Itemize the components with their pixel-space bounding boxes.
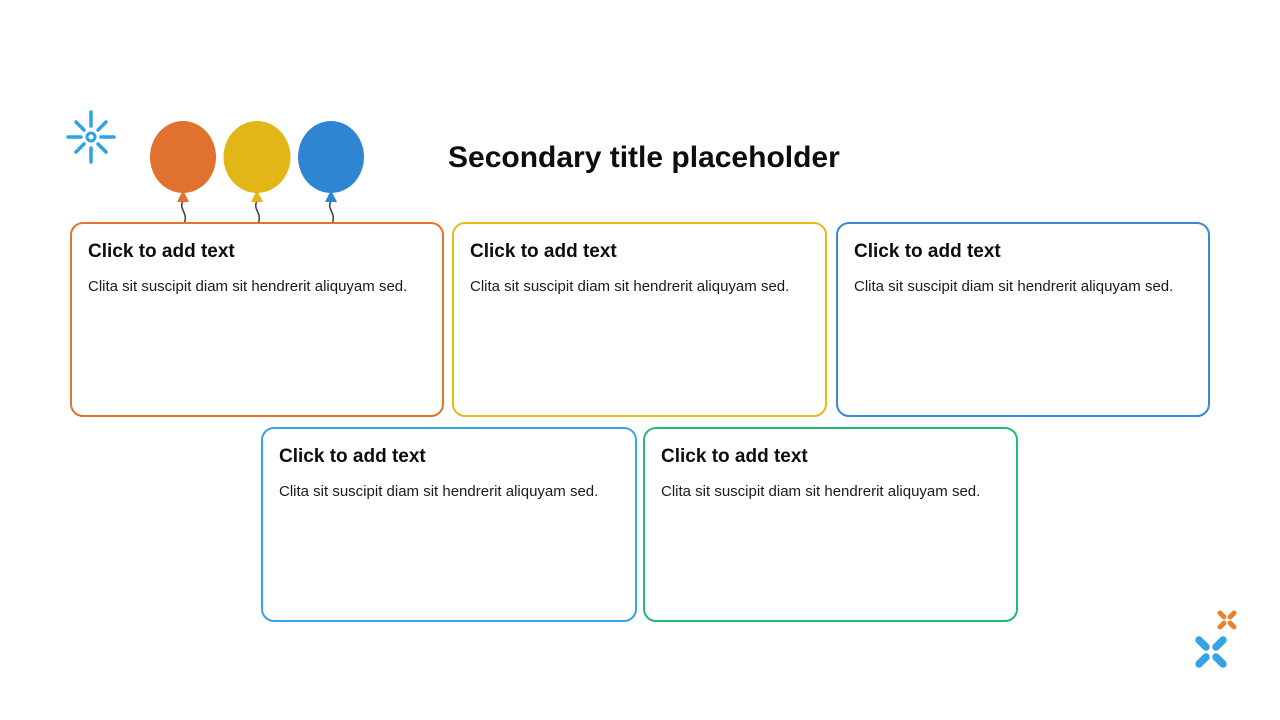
card-heading: Click to add text xyxy=(88,241,235,262)
logo-small-x-icon xyxy=(1217,610,1237,630)
card-body: Clita sit suscipit diam sit hendrerit al… xyxy=(661,482,981,500)
sparkle-icon xyxy=(66,110,116,164)
text-card-3[interactable]: Click to add text Clita sit suscipit dia… xyxy=(836,222,1210,417)
card-heading: Click to add text xyxy=(279,446,426,467)
balloons-graphic xyxy=(150,121,364,225)
balloon-blue xyxy=(298,121,364,202)
balloon-orange xyxy=(150,121,216,202)
slide-title[interactable]: Secondary title placeholder xyxy=(448,141,840,174)
text-card-4[interactable]: Click to add text Clita sit suscipit dia… xyxy=(261,427,637,622)
brand-logo xyxy=(1195,610,1237,668)
text-card-5[interactable]: Click to add text Clita sit suscipit dia… xyxy=(643,427,1018,622)
card-body: Clita sit suscipit diam sit hendrerit al… xyxy=(854,277,1174,295)
text-card-2[interactable]: Click to add text Clita sit suscipit dia… xyxy=(452,222,827,417)
logo-large-x-icon xyxy=(1195,636,1227,668)
card-heading: Click to add text xyxy=(854,241,1001,262)
card-body: Clita sit suscipit diam sit hendrerit al… xyxy=(470,277,790,295)
card-heading: Click to add text xyxy=(661,446,808,467)
balloon-strings xyxy=(180,200,335,225)
sparkle-rays xyxy=(66,110,116,164)
balloon-yellow xyxy=(223,121,291,202)
card-body: Clita sit suscipit diam sit hendrerit al… xyxy=(279,482,599,500)
text-card-1[interactable]: Click to add text Clita sit suscipit dia… xyxy=(70,222,444,417)
card-body: Clita sit suscipit diam sit hendrerit al… xyxy=(88,277,408,295)
card-heading: Click to add text xyxy=(470,241,617,262)
